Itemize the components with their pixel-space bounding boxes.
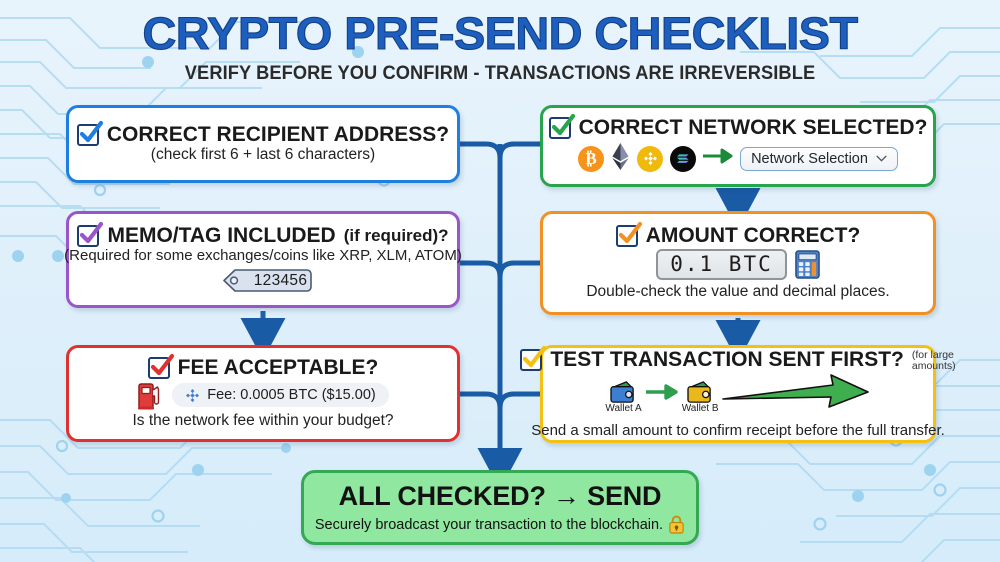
small-green-arrow-icon xyxy=(645,383,678,400)
fee-value: Fee: 0.0005 BTC ($15.00) xyxy=(207,387,376,404)
header: CRYPTO PRE-SEND CHECKLIST VERIFY BEFORE … xyxy=(0,8,1000,85)
card-title-superscript: (for large amounts) xyxy=(912,350,956,371)
banner-subtitle-row: Securely broadcast your transaction to t… xyxy=(315,515,685,534)
card-fee-acceptable[interactable]: FEE ACCEPTABLE? Fee: 0.0005 BTC ($15.00) xyxy=(66,345,460,442)
wallet-b-group: Wallet B xyxy=(682,380,719,414)
superscript-line-2: amounts) xyxy=(911,359,956,372)
checkbox-icon[interactable] xyxy=(76,120,103,147)
lock-icon xyxy=(669,515,684,534)
banner-subtitle: Securely broadcast your transaction to t… xyxy=(314,516,664,533)
checkbox-icon[interactable] xyxy=(147,353,174,380)
gas-pump-icon xyxy=(138,383,160,410)
solana-icon xyxy=(670,145,697,172)
chevron-down-icon xyxy=(876,155,887,162)
ethereum-icon xyxy=(611,142,630,175)
fee-row: Fee: 0.0005 BTC ($15.00) xyxy=(137,380,389,410)
card-subtitle: (check first 6 + last 6 characters) xyxy=(150,146,376,164)
green-arrow-icon xyxy=(703,148,733,169)
amount-display-row: 0.1 BTC xyxy=(656,249,820,281)
checkbox-icon[interactable] xyxy=(548,114,575,140)
calculator-icon xyxy=(794,250,820,279)
card-title: MEMO/TAG INCLUDED xyxy=(107,223,336,247)
card-headline: FEE ACCEPTABLE? xyxy=(147,353,379,380)
card-title: AMOUNT CORRECT? xyxy=(645,224,861,248)
wallet-a-group: Wallet A xyxy=(605,380,642,414)
card-title: CORRECT NETWORK SELECTED? xyxy=(578,116,928,140)
wallet-transfer-row: Wallet A Wallet B xyxy=(605,373,870,421)
memo-tag-value: 123456 xyxy=(253,271,308,289)
checkbox-icon[interactable] xyxy=(77,221,104,247)
memo-tag-chip: 123456 xyxy=(219,267,312,294)
card-title: TEST TRANSACTION SENT FIRST? xyxy=(550,348,904,372)
bitcoin-icon: ₿ xyxy=(578,145,605,172)
card-subtitle: Is the network fee within your budget? xyxy=(132,412,394,430)
tag-icon xyxy=(222,269,312,292)
network-selection-dropdown[interactable]: Network Selection xyxy=(740,146,898,171)
superscript-line-1: (for large xyxy=(911,349,954,362)
card-headline: MEMO/TAG INCLUDED (if required)? xyxy=(77,221,449,247)
card-headline: AMOUNT CORRECT? xyxy=(615,221,861,248)
banner-headline: ALL CHECKED? → SEND xyxy=(338,481,662,511)
card-title-note: (if required)? xyxy=(343,225,449,245)
large-green-arrow-icon xyxy=(721,373,869,408)
wallet-b-icon xyxy=(686,380,711,403)
wallet-a-icon xyxy=(610,380,634,403)
checkbox-icon[interactable] xyxy=(520,346,547,372)
page-title: CRYPTO PRE-SEND CHECKLIST xyxy=(142,8,859,59)
card-correct-network-selected[interactable]: CORRECT NETWORK SELECTED? ₿ xyxy=(540,105,936,187)
card-title: CORRECT RECIPIENT ADDRESS? xyxy=(106,123,450,147)
card-memo-tag-included[interactable]: MEMO/TAG INCLUDED (if required)? (Requir… xyxy=(64,211,462,308)
wallet-b-label: Wallet B xyxy=(681,402,719,414)
dropdown-label: Network Selection xyxy=(751,150,868,167)
card-headline: CORRECT RECIPIENT ADDRESS? xyxy=(76,120,450,147)
card-correct-recipient-address[interactable]: CORRECT RECIPIENT ADDRESS? (check first … xyxy=(66,105,460,183)
checkbox-icon[interactable] xyxy=(615,221,642,248)
card-subtitle: (Required for some exchanges/coins like … xyxy=(64,246,462,264)
card-test-transaction-sent-first[interactable]: TEST TRANSACTION SENT FIRST? (for large … xyxy=(520,345,956,443)
all-checked-send-banner[interactable]: ALL CHECKED? → SEND Securely broadcast y… xyxy=(301,470,699,545)
card-headline: TEST TRANSACTION SENT FIRST? (for large … xyxy=(520,346,956,372)
network-node-icon xyxy=(186,388,200,402)
wallet-a-label: Wallet A xyxy=(605,402,642,414)
amount-lcd-display: 0.1 BTC xyxy=(656,249,787,281)
bnb-icon xyxy=(637,145,664,172)
network-icons-row: ₿ xyxy=(578,142,898,175)
card-amount-correct[interactable]: AMOUNT CORRECT? 0.1 BTC Double-check the… xyxy=(540,211,936,315)
page-subtitle: VERIFY BEFORE YOU CONFIRM - TRANSACTIONS… xyxy=(184,63,816,85)
card-subtitle: Double-check the value and decimal place… xyxy=(586,283,890,301)
card-title: FEE ACCEPTABLE? xyxy=(177,356,379,380)
card-headline: CORRECT NETWORK SELECTED? xyxy=(548,114,928,140)
card-subtitle: Send a small amount to confirm receipt b… xyxy=(531,421,945,439)
fee-pill: Fee: 0.0005 BTC ($15.00) xyxy=(172,383,389,408)
